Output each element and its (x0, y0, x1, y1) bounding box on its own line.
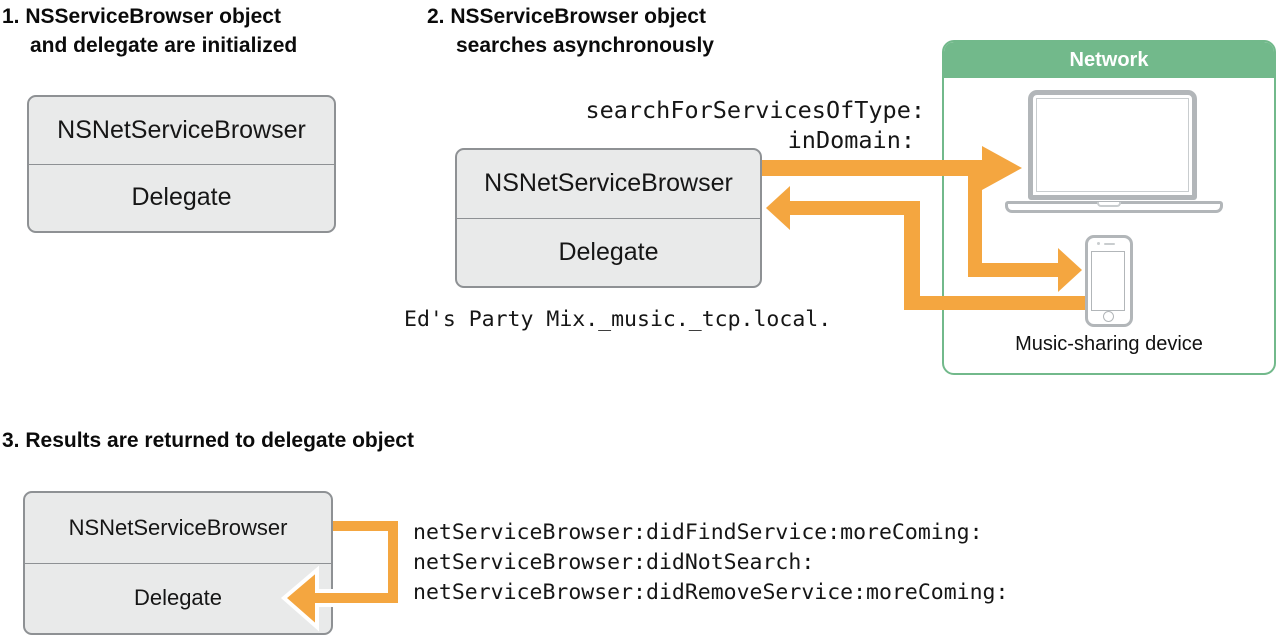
laptop-notch (1097, 202, 1121, 207)
phone-icon (1085, 235, 1133, 327)
step1-box-browser-label: NSNetServiceBrowser (29, 97, 334, 165)
step1-box-delegate-label: Delegate (131, 183, 232, 212)
phone-screen (1091, 251, 1125, 311)
network-panel-header: Network (944, 42, 1274, 78)
delegate-method-line: netServiceBrowser:didRemoveService:moreC… (413, 580, 1009, 605)
music-sharing-device-label: Music-sharing device (1015, 333, 1203, 355)
network-title: Network (1069, 48, 1149, 71)
step3-browser-delegate-box: NSNetServiceBrowser Delegate (23, 491, 333, 635)
delegate-method-line: netServiceBrowser:didFindService:moreCom… (413, 520, 983, 545)
laptop-screen (1036, 98, 1189, 192)
step1-heading-line2: and delegate are initialized (30, 34, 298, 57)
step3-box-browser-label: NSNetServiceBrowser (25, 493, 331, 564)
search-call-line2: inDomain: (787, 126, 915, 154)
search-call-line1: searchForServicesOfType: (585, 96, 925, 124)
step2-heading-line2: searches asynchronously (456, 34, 714, 57)
step1-heading-line1: 1. NSServiceBrowser object (2, 5, 281, 28)
laptop-icon (1028, 90, 1197, 200)
step2-box-delegate-label: Delegate (558, 237, 659, 266)
step1-browser-delegate-box: NSNetServiceBrowser Delegate (27, 95, 336, 233)
service-found-text: Ed's Party Mix._music._tcp.local. (404, 307, 832, 332)
step2-browser-delegate-box: NSNetServiceBrowser Delegate (455, 148, 762, 288)
step3-box-delegate-label: Delegate (133, 585, 223, 611)
phone-speaker-slot (1104, 243, 1115, 245)
step3-heading: 3. Results are returned to delegate obje… (2, 429, 414, 452)
step2-box-browser-label: NSNetServiceBrowser (457, 150, 760, 219)
phone-camera-dot (1097, 242, 1100, 245)
step2-heading-line1: 2. NSServiceBrowser object (427, 5, 706, 28)
delegate-method-line: netServiceBrowser:didNotSearch: (413, 550, 815, 575)
delegate-methods: netServiceBrowser:didFindService:moreCom… (413, 518, 1008, 608)
phone-home-button (1103, 311, 1114, 322)
